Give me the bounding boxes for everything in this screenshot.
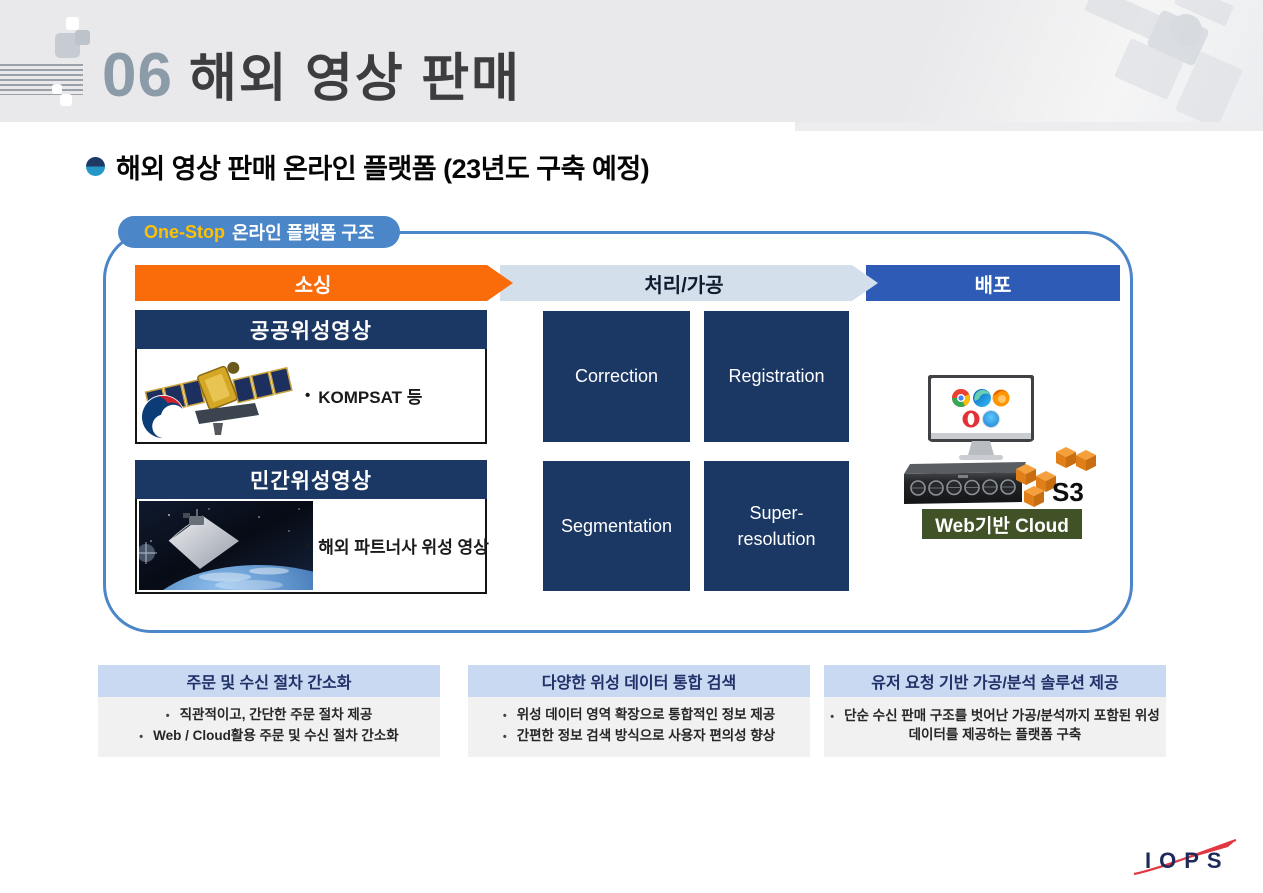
slide-title: 해외 영상 판매 (188, 50, 521, 108)
benefit-item: 위성 데이터 영역 확장으로 통합적인 정보 제공 (503, 706, 775, 725)
process-segmentation-label: Segmentation (560, 515, 673, 536)
process-box-segmentation: Segmentation (543, 461, 690, 591)
satellite-watermark-icon (1084, 0, 1243, 122)
header-band-step (795, 122, 1263, 131)
process-correction-label: Correction (574, 366, 659, 386)
process-box-super-resolution: Super-resolution (704, 461, 849, 591)
benefit-card-search-body: 위성 데이터 영역 확장으로 통합적인 정보 제공 간편한 정보 검색 방식으로… (468, 697, 810, 757)
process-registration-label: Registration (728, 366, 825, 386)
decorative-square (66, 17, 79, 30)
section-title: 해외 영상 판매 온라인 플랫폼 (23년도 구축 예정) (116, 154, 650, 184)
source-box-public: 공공위성영상 (135, 310, 487, 444)
process-box-registration: Registration (704, 311, 849, 442)
benefit-card-order-title: 주문 및 수신 절차 간소화 (98, 665, 440, 697)
stage-processing-label: 처리/가공 (644, 274, 724, 297)
benefit-card-order: 주문 및 수신 절차 간소화 직관적이고, 간단한 주문 절차 제공 Web /… (98, 665, 440, 757)
section-heading: 해외 영상 판매 온라인 플랫폼 (23년도 구축 예정) (86, 147, 650, 186)
platform-tag: One-Stop 온라인 플랫폼 구조 (118, 216, 401, 248)
korea-government-logo (140, 394, 186, 440)
benefit-item: 간편한 정보 검색 방식으로 사용자 편의성 향상 (503, 727, 775, 746)
benefit-card-solution: 유저 요청 기반 가공/분석 솔루션 제공 단순 수신 판매 구조를 벗어난 가… (824, 665, 1166, 757)
benefit-card-order-body: 직관적이고, 간단한 주문 절차 제공 Web / Cloud활용 주문 및 수… (98, 697, 440, 757)
stage-distribution-label: 배포 (974, 274, 1012, 297)
web-monitor-icon (928, 375, 1034, 460)
benefit-item: 단순 수신 판매 구조를 벗어난 가공/분석까지 포함된 위성데이터를 제공하는… (830, 707, 1160, 745)
web-cloud-label: Web기반 Cloud (922, 509, 1082, 539)
source-box-public-title: 공공위성영상 (135, 310, 487, 349)
benefit-card-search: 다양한 위성 데이터 통합 검색 위성 데이터 영역 확장으로 통합적인 정보 … (468, 665, 810, 757)
rack-server-icon (904, 462, 1026, 504)
decorative-square (60, 94, 72, 106)
private-satellite-image (139, 501, 313, 590)
benefit-card-solution-body: 단순 수신 판매 구조를 벗어난 가공/분석까지 포함된 위성데이터를 제공하는… (824, 697, 1166, 757)
process-super-resolution-label: Super-resolution (737, 502, 816, 549)
header-band (0, 0, 1263, 122)
page-title: 06 해외 영상 판매 (102, 36, 521, 111)
stage-sourcing: 소싱 (135, 265, 513, 301)
iops-logo-text: IOPS (1145, 848, 1230, 873)
benefit-card-solution-title: 유저 요청 기반 가공/분석 솔루션 제공 (824, 665, 1166, 697)
iops-logo: IOPS (1133, 838, 1237, 876)
stage-distribution: 배포 (866, 265, 1120, 301)
benefit-item: Web / Cloud활용 주문 및 수신 절차 간소화 (139, 727, 399, 746)
bullet-icon (86, 157, 105, 176)
tag-highlight: One-Stop (144, 221, 225, 242)
stage-processing: 처리/가공 (500, 265, 878, 301)
slide-number: 06 (102, 41, 173, 110)
decorative-pinstripes (0, 64, 83, 95)
source-box-public-desc: KOMPSAT 등 (305, 349, 481, 442)
source-box-private-title: 민간위성영상 (135, 460, 487, 499)
aws-s3-cubes-icon (1016, 447, 1096, 507)
tag-text: 온라인 플랫폼 구조 (232, 223, 375, 243)
source-box-private: 민간위성영상 (135, 460, 489, 594)
decorative-square (75, 30, 90, 45)
s3-label: S3 (1052, 477, 1084, 507)
source-box-public-body: KOMPSAT 등 (135, 349, 487, 444)
benefit-card-search-title: 다양한 위성 데이터 통합 검색 (468, 665, 810, 697)
benefit-item: 직관적이고, 간단한 주문 절차 제공 (166, 706, 373, 725)
stage-sourcing-label: 소싱 (294, 274, 332, 297)
source-box-private-body: 해외 파트너사 위성 영상 (135, 499, 489, 594)
process-box-correction: Correction (543, 311, 690, 442)
decorative-square (52, 84, 62, 94)
source-box-private-desc: 해외 파트너사 위성 영상 (305, 499, 489, 592)
